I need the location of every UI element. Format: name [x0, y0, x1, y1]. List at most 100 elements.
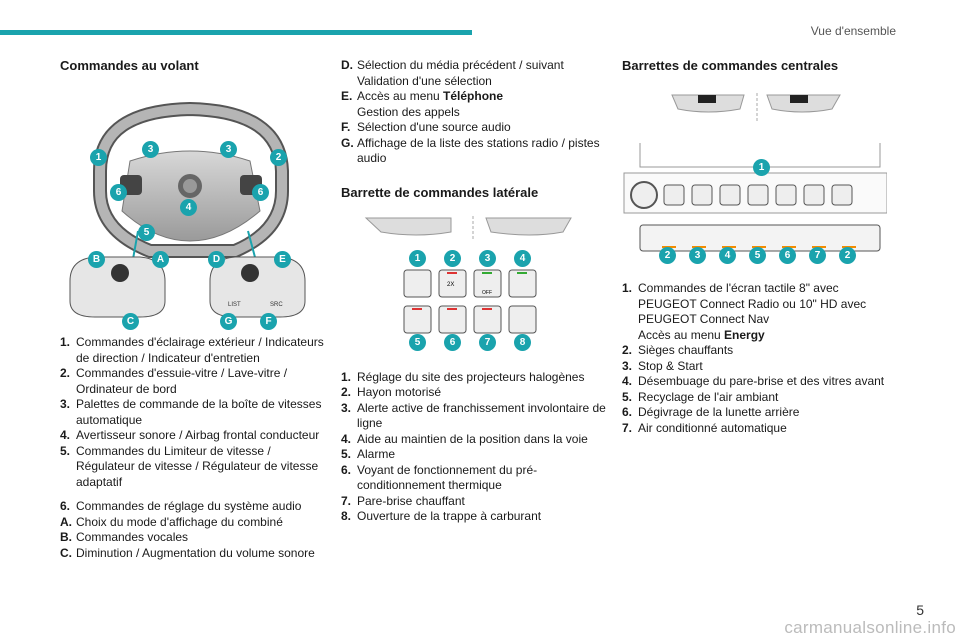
list-item: 2. Hayon motorisé: [341, 385, 606, 401]
list-item-key: 2.: [341, 385, 352, 399]
list-item: Gestion des appels: [341, 105, 606, 121]
badge-central-7: 7: [809, 247, 826, 264]
badge-central-6: 6: [779, 247, 796, 264]
list-item-text: Commandes d'éclairage extérieur / Indica…: [76, 335, 325, 366]
list-item-text-main: Accès au menu: [638, 327, 725, 342]
list-item: 4.Aide au maintien de la position dans l…: [341, 432, 606, 448]
badge-side-3: 3: [479, 249, 496, 267]
heading-steering-controls: Commandes au volant: [60, 58, 199, 73]
list-item-key: C.: [60, 545, 72, 560]
list-item-text-main: Accès au menu: [357, 89, 444, 103]
list-item-text-main: Sélection du média précédent / suivant: [357, 58, 564, 72]
list-item: 3. Stop & Start: [622, 359, 887, 375]
list-item-text-main: Dégivrage de la lunette arrière: [638, 405, 800, 419]
list-item-text: Commandes d'essuie-vitre / Lave-vitre / …: [76, 366, 325, 397]
list-item-key: [622, 328, 638, 344]
badge-side-6: 6: [444, 333, 461, 351]
list-item: 4. Avertisseur sonore / Airbag frontal co…: [60, 428, 325, 444]
list-item-key: 3.: [622, 358, 633, 373]
list-item-key: [341, 105, 357, 121]
list-item-key: 1.: [622, 281, 633, 295]
list-item-text-main: Commandes d'essuie-vitre / Lave-vitre / …: [76, 366, 288, 396]
list-item: B.Commandes vocales: [60, 530, 325, 546]
badge-side-5: 5: [409, 333, 426, 351]
list-item-text-main: Gestion des appels: [357, 104, 460, 119]
list-item: 1.Réglage du site des projecteurs halogè…: [341, 370, 606, 386]
list-item-key: 2.: [622, 343, 633, 357]
list-item-text: Voyant de fonctionnement du pré-conditio…: [357, 463, 606, 494]
list-item: 1.Commandes d'éclairage extérieur / Indi…: [60, 335, 325, 366]
list-item: 2. Sièges chauffants: [622, 343, 887, 359]
list-item-text-main: Palettes de commande de la boîte de vite…: [76, 397, 322, 427]
list-item-text-main: Commandes d'éclairage extérieur / Indica…: [76, 335, 324, 365]
list-item-text: Hayon motorisé: [357, 385, 606, 401]
list-item: 5. Commandes du Limiteur de vitesse / Rég…: [60, 444, 325, 491]
list-item-key: 6.: [60, 499, 71, 513]
page-number: 5: [916, 602, 924, 618]
side-panel-illustration: 2X OFF: [364, 215, 572, 333]
badge-side-7: 7: [479, 333, 496, 351]
list-item-text: Sièges chauffants: [638, 343, 887, 359]
list-item: D. Sélection du média précédent / suivant: [341, 58, 606, 74]
list-item-key: 8.: [341, 509, 352, 523]
list-item-text-main: Avertisseur sonore / Airbag frontal cond…: [76, 428, 320, 442]
list-item-text-main: Validation d'une sélection: [357, 73, 492, 88]
list-item-key: 3.: [341, 400, 352, 415]
list-item-text-main: Commandes de réglage du système audio: [76, 499, 302, 513]
list-item-key: 3.: [60, 397, 71, 411]
list-item-text: Sélection du média précédent / suivant: [357, 58, 606, 74]
badge-central-2-left: 2: [659, 247, 676, 264]
badge-2: 2: [270, 149, 287, 166]
list-item-text-main: Pare-brise chauffant: [357, 493, 465, 508]
list-item-key: 4.: [60, 428, 71, 442]
badge-central-5: 5: [749, 247, 766, 264]
heading-central-controls: Barrettes de commandes centrales: [622, 58, 839, 73]
badge-central-3: 3: [689, 247, 706, 264]
list-item-text-main: Stop & Start: [638, 358, 703, 373]
list-item-text: Commandes vocales: [76, 530, 325, 546]
list-item-text: Alerte active de franchissement involont…: [357, 401, 606, 432]
button-label-2x: 2X: [447, 282, 454, 288]
list-item: A. Choix du mode d'affichage du combiné: [60, 515, 325, 531]
heading-side-controls: Barrette de commandes latérale: [341, 184, 539, 200]
switch-label-src: SRC: [270, 302, 283, 308]
list-item-key: D.: [341, 58, 353, 72]
list-item-key: 7.: [622, 420, 633, 435]
list-item-text: Recyclage de l'air ambiant: [638, 390, 887, 406]
list-item: 3. Palettes de commande de la boîte de vi…: [60, 397, 325, 428]
list-item-text-main: Commandes du Limiteur de vitesse / Régul…: [76, 443, 319, 489]
list-item-text: Accès au menu Téléphone: [357, 89, 606, 105]
list-item-text-main: Diminution / Augmentation du volume sono…: [76, 545, 315, 560]
column-steering-controls: Commandes au volant LIST SRC: [60, 58, 325, 561]
list-item-key: 5.: [341, 447, 352, 461]
list-item-text: Air conditionné automatique: [638, 421, 887, 437]
list-item-key: 2.: [60, 366, 71, 380]
column-side-controls: D. Sélection du média précédent / suivant…: [341, 58, 606, 525]
list-item-key: 6.: [622, 405, 633, 419]
badge-C: C: [122, 313, 139, 330]
list-item-key: E.: [341, 89, 353, 103]
list-item-text-main: Alarme: [357, 447, 396, 461]
column-central-controls: Barrettes de commandes centrales: [622, 58, 888, 437]
badge-D: D: [208, 251, 225, 268]
list-item-text-main: Affichage de la liste des stations radio…: [357, 135, 600, 166]
badge-F: F: [260, 313, 277, 330]
list-item-key: A.: [60, 514, 72, 529]
steering-controls-list: 1.Commandes d'éclairage extérieur / Indi…: [60, 335, 325, 490]
list-item-key: 6.: [341, 462, 352, 477]
button-label-off: OFF: [482, 290, 492, 296]
footer-watermark: carmanualsonline.info: [784, 618, 956, 637]
central-panel-illustration: [623, 93, 888, 252]
badge-3-left: 3: [142, 141, 159, 158]
badge-1: 1: [90, 149, 107, 166]
steering-wheel-figure: LIST SRC 1 3 3 2 6 6 4 5 B A D E C G F: [60, 81, 325, 330]
list-item-key: G.: [341, 135, 354, 150]
switch-label-list: LIST: [228, 302, 241, 308]
list-item-text: Choix du mode d'affichage du combiné: [76, 515, 325, 531]
list-item-text: Désembuage du pare-brise et des vitres a…: [638, 374, 887, 390]
list-item-text-main: Voyant de fonctionnement du pré-conditio…: [357, 462, 538, 493]
list-item: C. Diminution / Augmentation du volume so…: [60, 546, 325, 562]
list-item-text: Gestion des appels: [357, 105, 606, 121]
badge-side-1: 1: [409, 249, 426, 267]
list-item-key: 5.: [60, 443, 71, 458]
